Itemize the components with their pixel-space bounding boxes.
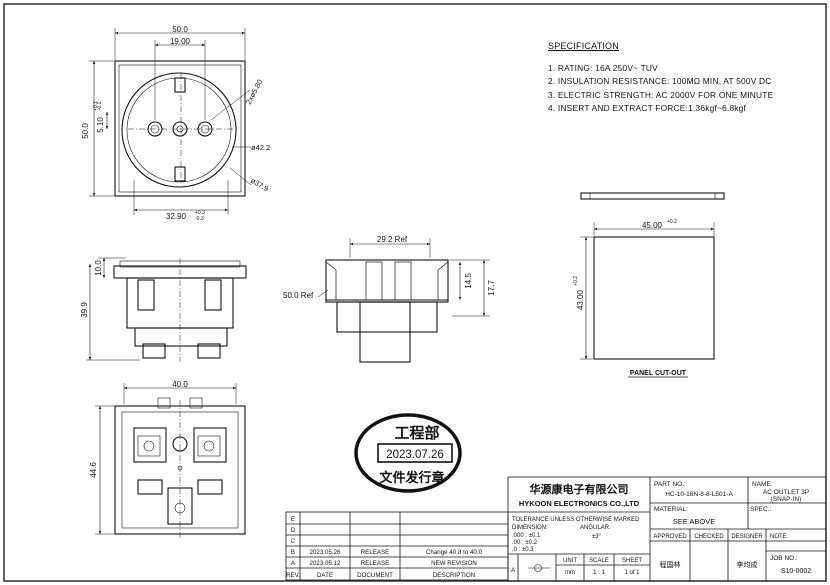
approved-label: APPROVED [653,534,687,540]
part-no-label: PART NO.: [654,481,686,488]
title-block [507,476,827,582]
part-no: HC-10-16N-8-8-L501-A [665,491,733,498]
spec-item-rating: 1. RATING: 16A 250V~ TUV [548,63,658,74]
specification-block: SPECIFICATION 1. RATING: 16A 250V~ TUV 2… [548,40,773,115]
rev-a-desc: NEW REVISION [431,560,477,567]
dim-offset-tol-hi: +0.1 [93,101,99,111]
material-value: SEE ABOVE [673,517,716,526]
spec-item-strength: 3. ELECTRIC STRENGTH: AC 2000V FOR ONE M… [548,89,774,100]
company-name-en: HYKOON ELECTRONICS CO.,LTD [519,499,640,508]
stamp-release: 文件发行章 [379,470,444,486]
dim-offset-tol-lo: -0.1 [97,101,103,110]
dim-h17: 17.7 [487,280,496,296]
dim-ref-width: 50.0 Ref [283,291,314,300]
sheet-label: SHEET [622,558,642,564]
rear-view [95,383,246,540]
tol-row-2: .00 : ±0.2 [512,540,538,546]
approved-name: 程国林 [660,560,681,569]
rev-letter-d: D [291,527,296,534]
dim-dia-inner: ø37.9 [249,176,270,193]
dim-offset: 5.10 [96,117,105,133]
rev-letter-a: A [291,560,296,567]
rev-b-date: 2023.05.26 [310,549,342,556]
company-name-cn: 华源康电子有限公司 [530,482,629,496]
scale-label: SCALE [589,558,609,564]
unit-label: UNIT [563,558,577,564]
spec-item-insulation: 2. INSULATION RESISTANCE: 100MΩ MIN, AT … [548,76,772,87]
revision-table [285,511,509,581]
dim-h14: 14.5 [464,273,473,289]
dim-panel-width-tol: +0.2 [667,219,677,225]
spec-item-force: 4. INSERT AND EXTRACT FORCE:1.36kgf~6.8k… [548,102,747,113]
dim-dia-outer: ø42.2 [251,143,270,152]
rev-letter-b: B [291,549,295,556]
dim-panel-width: 45.00 [642,221,663,230]
spec-label: SPEC.: [750,506,772,513]
tolerance-title: TOLERANCE UNLESS OTHERWISE MARKED [512,517,640,523]
sheet-border [3,3,827,582]
checked-label: CHECKED [694,534,724,540]
rev-a-date: 2023.05.12 [310,560,342,567]
note-label: NOTE: [770,534,789,540]
front-view [89,28,252,215]
dim-side-height: 50.0 [81,123,90,139]
dim-bottom-width: 32.90 [166,212,187,221]
dim-body-height: 39.9 [80,302,89,318]
tol-row-1: .000 : ±0.1 [512,533,541,539]
job-label: JOB NO.: [770,555,798,562]
dim-mid-width: 29.2 Ref [377,235,408,244]
rev-letter-c: C [291,538,296,545]
dim-flange-height: 10.0 [94,260,103,276]
name-line-1: AC OUTLET 3P [763,489,809,496]
dimension-label: DIMENSION: [512,525,548,531]
dim-bottom-tol-hi: +0.3 [195,210,205,216]
rev-letter-e: E [291,516,295,523]
dim-panel-height: 43.00 [576,289,585,310]
side-view [86,257,247,362]
specification-title: SPECIFICATION [548,41,619,51]
material-label: MATERIAL: [654,506,688,513]
rev-header-desc: DESCRIPTION [433,572,475,579]
rev-header-date: DATE [317,572,333,579]
name-line-2: (SNAP-IN) [771,496,802,503]
designer-name: 李均成 [737,560,758,569]
rev-b-doc: RELEASE [361,549,390,556]
revision-marker: A [511,568,515,574]
dim-rear-height: 44.6 [89,462,98,478]
rev-header-rev: REV. [286,572,300,579]
mid-view [317,238,490,363]
panel-cutout-label: PANEL CUT-OUT [630,370,687,377]
angular-value: ±3° [592,534,602,540]
designer-label: DESIGNER [731,534,763,540]
dim-pin-dia: 2xø5.80 [244,78,265,106]
rev-header-doc: DOCUMENT [357,572,393,579]
dim-pin-spacing: 19.00 [170,37,191,46]
release-stamp: 工程部 2023.07.26 文件发行章 [354,413,462,493]
dim-top-width: 50.0 [172,25,188,34]
dim-panel-height-tol: +0.2 [573,276,579,286]
rev-a-doc: RELEASE [361,560,390,567]
name-label: NAME: [752,481,773,488]
tol-row-3: .0 : ±0.3 [512,547,534,553]
stamp-dept: 工程部 [394,424,439,442]
rev-b-desc: Change 40.8 to 40.0 [426,549,483,556]
dim-bottom-tol-lo: -0.3 [195,216,204,222]
job-value: S10-0002 [781,568,811,575]
angular-label: ANGULAR: [580,525,611,531]
stamp-date: 2023.07.26 [386,449,444,461]
panel-cutout [580,192,725,378]
dim-rear-width: 40.0 [172,380,188,389]
sheet-value: 1 of 1 [624,570,640,576]
unit-value: mm [565,570,575,576]
scale-value: 1 : 1 [593,570,605,576]
